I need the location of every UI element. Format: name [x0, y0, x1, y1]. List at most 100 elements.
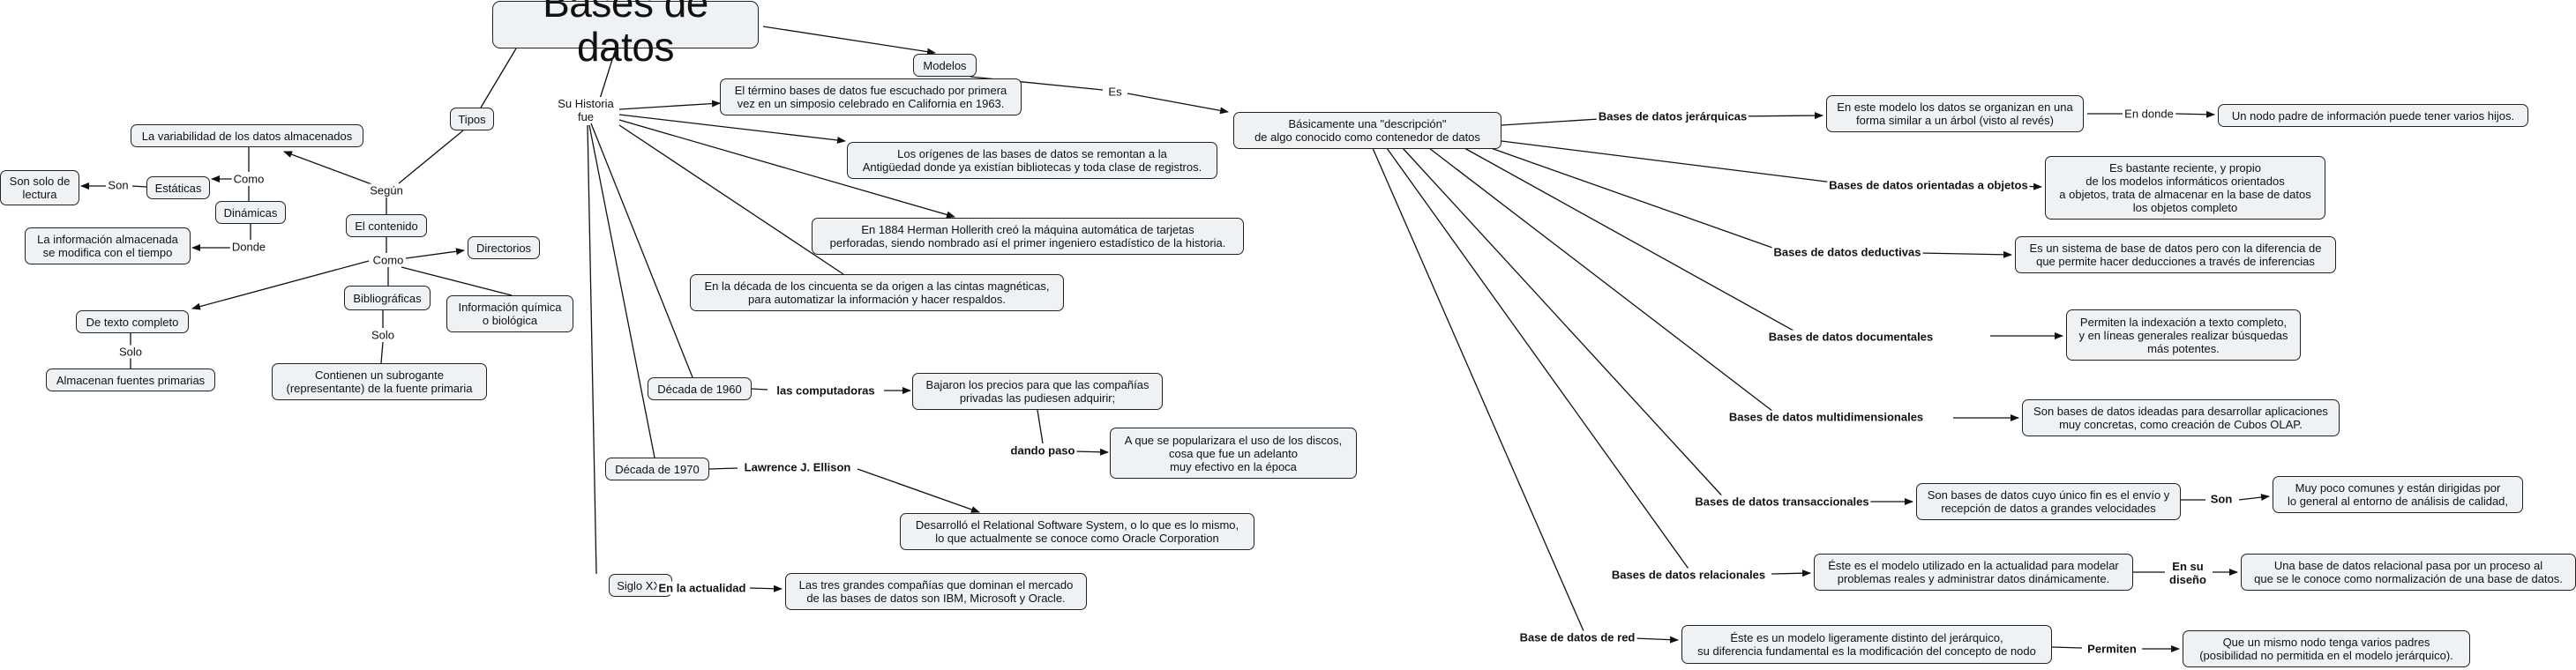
termino-node[interactable]: El término bases de datos fue escuchado … — [720, 78, 1022, 115]
connector-line-0 — [762, 26, 936, 56]
connector-line-56 — [1771, 570, 1811, 577]
las-computadoras-label: las computadoras — [775, 383, 877, 398]
connector-line-30 — [587, 124, 597, 575]
connector-line-51 — [1402, 147, 1728, 502]
en-la-actualidad-label: En la actualidad — [656, 581, 748, 595]
dando-paso-label: dando paso — [1008, 443, 1077, 458]
multidimensionales-desc-node[interactable]: Son bases de datos ideadas para desarrol… — [2022, 399, 2340, 436]
jerarquicas-desc-node[interactable]: En este modelo los datos se organizan en… — [1826, 95, 2084, 132]
red-permiten-node[interactable]: Que un mismo nodo tenga varios padres (p… — [2183, 630, 2470, 667]
lawrence-label: Lawrence J. Ellison — [742, 460, 853, 474]
su-historia-fue-label: Su Historia fue — [556, 97, 616, 123]
segun-label: Según — [368, 183, 405, 197]
connector-line-27 — [618, 124, 844, 275]
popularizara-node[interactable]: A que se popularizara el uso de los disc… — [1110, 428, 1357, 479]
bibliograficas-node[interactable]: Bibliográficas — [344, 286, 431, 310]
documentales-desc-node[interactable]: Permiten la indexación a texto completo,… — [2066, 309, 2301, 361]
modelos-node[interactable]: Modelos — [913, 54, 977, 77]
connector-line-35 — [708, 467, 738, 470]
solo-label-2: Solo — [369, 328, 397, 342]
connector-line-25 — [618, 114, 846, 144]
cincuenta-node[interactable]: En la década de los cincuenta se da orig… — [690, 274, 1064, 311]
connector-line-60 — [1633, 636, 1679, 644]
dinamicas-node[interactable]: Dinámicas — [215, 201, 286, 224]
connector-line-34 — [1074, 448, 1109, 456]
solo-lectura-node[interactable]: Son solo de lectura — [0, 170, 79, 205]
main-title-node[interactable]: Bases de datos — [492, 0, 759, 69]
connector-line-24 — [618, 100, 721, 110]
orientadas-objetos-label: Bases de datos orientadas a objetos — [1827, 178, 2030, 192]
nodo-padre-node[interactable]: Un nodo padre de información puede tener… — [2218, 104, 2528, 127]
tres-grandes-node[interactable]: Las tres grandes compañías que dominan e… — [785, 573, 1087, 610]
son-label-1: Son — [106, 178, 131, 192]
estaticas-node[interactable]: Estáticas — [146, 176, 210, 199]
solo-label-1: Solo — [116, 345, 145, 359]
directorios-node[interactable]: Directorios — [468, 236, 540, 259]
connector-line-55 — [1386, 147, 1691, 572]
connector-line-23 — [380, 341, 384, 364]
relacionales-label: Bases de datos relacionales — [1609, 568, 1768, 582]
connector-line-6 — [283, 151, 375, 186]
deductivas-desc-node[interactable]: Es un sistema de base de datos pero con … — [2015, 236, 2336, 273]
transaccionales-label: Bases de datos transaccionales — [1693, 495, 1871, 509]
connector-line-61 — [2051, 646, 2083, 649]
almacenan-fuentes-node[interactable]: Almacenan fuentes primarias — [46, 368, 215, 391]
connector-line-47 — [1464, 147, 1802, 336]
texto-completo-node[interactable]: De texto completo — [76, 310, 189, 333]
relacionales-desc-node[interactable]: Éste es el modelo utilizado en la actual… — [1814, 554, 2133, 591]
connector-line-54 — [2238, 494, 2270, 502]
connector-line-17 — [191, 260, 370, 310]
decada-1960-node[interactable]: Década de 1960 — [648, 377, 752, 400]
connector-line-28 — [590, 123, 693, 378]
donde-label: Donde — [229, 240, 268, 254]
connector-line-45 — [1490, 147, 1776, 249]
en-su-diseno-label: En su diseño — [2168, 560, 2208, 586]
origenes-node[interactable]: Los orígenes de las bases de datos se re… — [847, 142, 1217, 179]
connector-line-38 — [749, 584, 783, 592]
connector-line-33 — [1037, 409, 1044, 444]
hollerith-node[interactable]: En 1884 Herman Hollerith creó la máquina… — [812, 218, 1244, 255]
deductivas-label: Bases de datos deductivas — [1771, 245, 1923, 259]
connector-line-29 — [588, 124, 655, 458]
connector-line-59 — [1372, 147, 1585, 634]
bajaron-node[interactable]: Bajaron los precios para que las compañí… — [912, 373, 1163, 410]
connector-line-36 — [857, 468, 980, 513]
connector-line-26 — [618, 119, 955, 219]
info-modifica-node[interactable]: La información almacenada se modifica co… — [25, 227, 191, 264]
connector-line-46 — [1919, 250, 2012, 258]
connector-line-2 — [599, 48, 617, 100]
connector-line-43 — [1501, 140, 1841, 184]
el-contenido-node[interactable]: El contenido — [346, 214, 427, 237]
connector-line-39 — [1501, 117, 1614, 126]
connector-line-19 — [401, 266, 513, 296]
connector-line-16 — [405, 248, 465, 259]
tipos-node[interactable]: Tipos — [450, 108, 494, 130]
descripcion-node[interactable]: Básicamente una "descripción" de algo co… — [1233, 112, 1501, 149]
transaccionales-son-node[interactable]: Muy poco comunes y están dirigidas por l… — [2273, 476, 2523, 513]
desarrollo-node[interactable]: Desarrolló el Relational Software System… — [900, 513, 1254, 550]
como-label-1: Como — [231, 172, 266, 186]
info-quimica-node[interactable]: Información química o biológica — [446, 295, 573, 332]
como-label-2: Como — [371, 253, 406, 267]
connector-line-4 — [1127, 93, 1229, 115]
permiten-label: Permiten — [2086, 642, 2138, 656]
connector-line-13 — [131, 185, 147, 188]
jerarquicas-label: Bases de datos jerárquicas — [1596, 109, 1749, 123]
multidimensionales-label: Bases de datos multidimensionales — [1726, 410, 1926, 424]
base-red-label: Base de datos de red — [1517, 630, 1637, 644]
red-desc-node[interactable]: Éste es un modelo ligeramente distinto d… — [1681, 625, 2052, 664]
subrogante-node[interactable]: Contienen un subrogante (representante) … — [272, 363, 487, 400]
es-label: Es — [1106, 85, 1124, 99]
transaccionales-desc-node[interactable]: Son bases de datos cuyo único fin es el … — [1916, 483, 2181, 520]
variabilidad-node[interactable]: La variabilidad de los datos almacenados — [131, 124, 363, 147]
relacionales-diseno-node[interactable]: Una base de datos relacional pasa por un… — [2241, 554, 2576, 591]
decada-1970-node[interactable]: Década de 1970 — [605, 458, 709, 480]
documentales-label: Bases de datos documentales — [1766, 330, 1936, 344]
en-donde-label: En donde — [2123, 107, 2175, 121]
connector-line-1 — [480, 48, 517, 108]
connector-line-31 — [751, 388, 768, 391]
objetos-desc-node[interactable]: Es bastante reciente, y propio de los mo… — [2045, 156, 2325, 220]
connector-line-5 — [398, 130, 464, 184]
